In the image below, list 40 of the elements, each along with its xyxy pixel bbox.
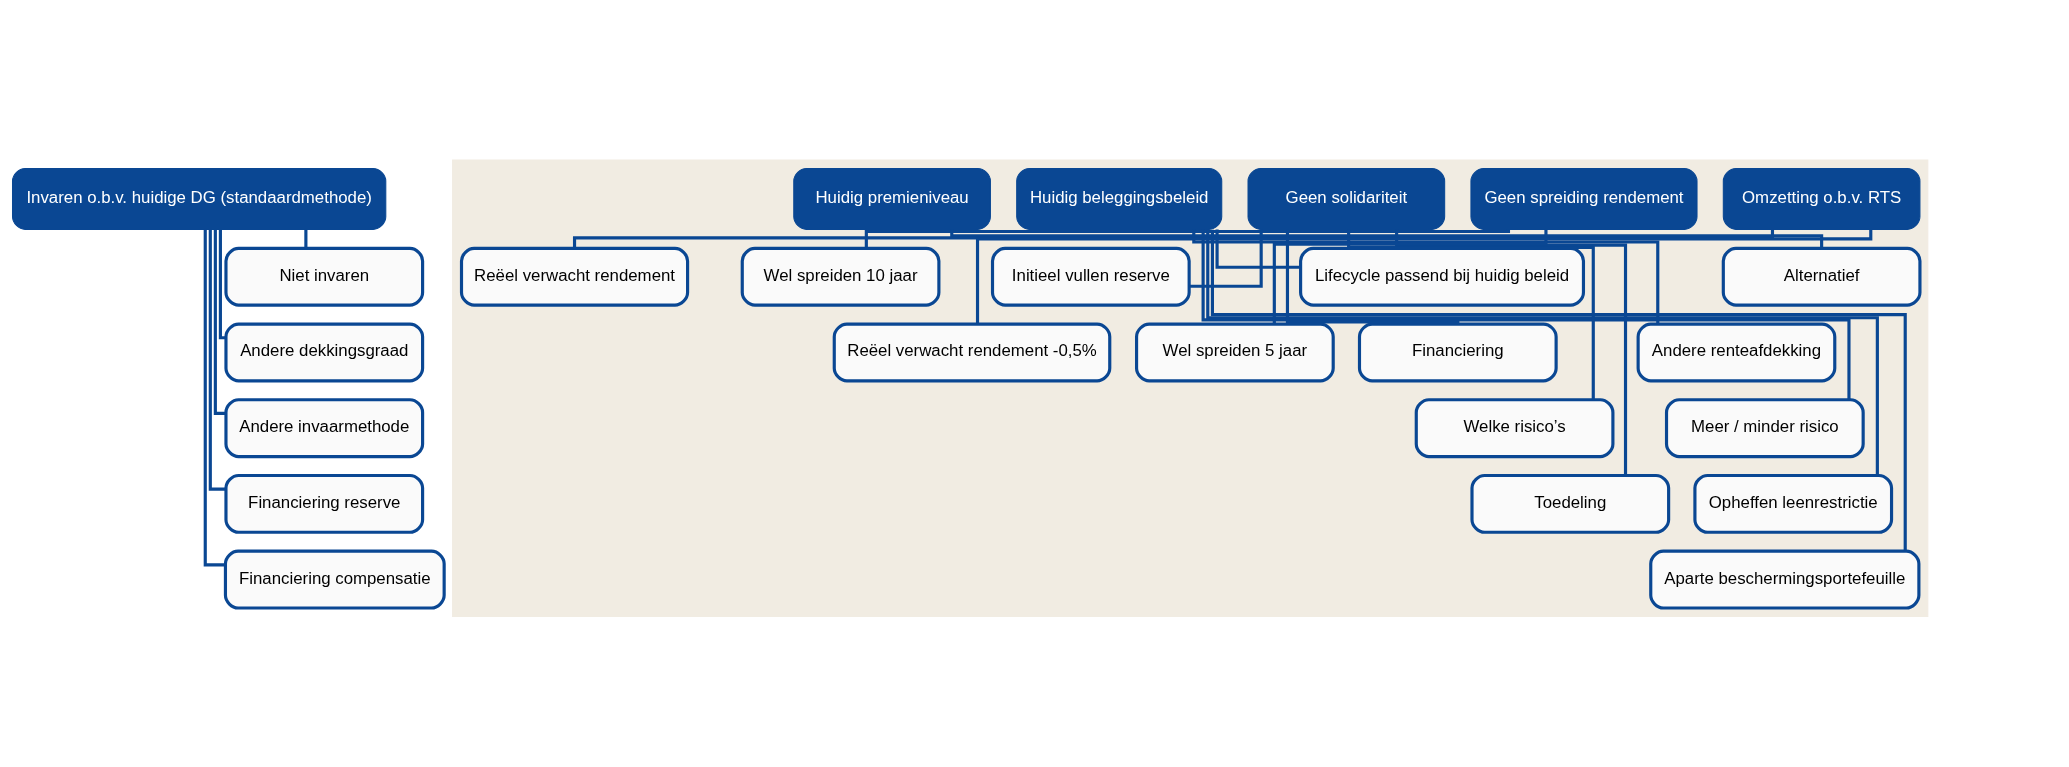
connector bbox=[1201, 228, 1851, 400]
node-box: Andere dekkingsgraad bbox=[224, 322, 425, 382]
node-box: Omzetting o.b.v. RTS bbox=[1722, 167, 1921, 230]
node-box: Financiering reserve bbox=[224, 473, 425, 534]
node-box: Geen spreiding rendement bbox=[1470, 167, 1698, 230]
connector bbox=[1192, 229, 1660, 324]
connector bbox=[1272, 229, 1548, 324]
node-box: Andere renteafdekking bbox=[1636, 322, 1837, 382]
connector bbox=[208, 228, 226, 491]
node-box: Initieel vullen reserve bbox=[990, 246, 1191, 307]
connector bbox=[218, 229, 226, 339]
node-box: Wel spreiden 5 jaar bbox=[1135, 322, 1335, 382]
node-box: Opheffen leenrestrictie bbox=[1693, 473, 1894, 534]
connector bbox=[213, 229, 226, 415]
node-box: Andere invaarmethode bbox=[224, 397, 425, 458]
connector bbox=[572, 228, 1775, 248]
node-box: Huidig premieniveau bbox=[793, 167, 991, 230]
cluster bbox=[452, 159, 1929, 617]
node-box: Toedeling bbox=[1470, 473, 1671, 534]
node-box: Invaren o.b.v. huidige DG (standaardmethode) bbox=[12, 167, 387, 230]
node-box: Reëel verwacht rendement bbox=[459, 246, 690, 307]
connector bbox=[304, 229, 308, 248]
connector bbox=[1206, 229, 1879, 475]
node-box: Financiering compensatie bbox=[223, 549, 446, 610]
connector bbox=[975, 228, 1873, 324]
node-box: Reëel verwacht rendement -0,5% bbox=[832, 322, 1112, 382]
connector bbox=[1189, 228, 1263, 288]
connector bbox=[864, 227, 1511, 248]
node-box: Huidig beleggingsbeleid bbox=[1016, 167, 1223, 230]
node-box: Financiering bbox=[1357, 322, 1558, 382]
node-box: Alternatief bbox=[1721, 246, 1922, 307]
node-box: Welke risico’s bbox=[1414, 397, 1615, 458]
node-box: Wel spreiden 10 jaar bbox=[740, 246, 941, 307]
node-box: Aparte beschermingsportefeuille bbox=[1649, 549, 1921, 610]
node-box: Lifecycle passend bij huidig beleid bbox=[1299, 246, 1586, 307]
connector bbox=[1210, 229, 1907, 551]
node-box: Geen solidariteit bbox=[1247, 167, 1446, 230]
connector bbox=[203, 229, 226, 566]
node-box: Meer / minder risico bbox=[1664, 397, 1865, 458]
node-box: Niet invaren bbox=[224, 246, 425, 307]
